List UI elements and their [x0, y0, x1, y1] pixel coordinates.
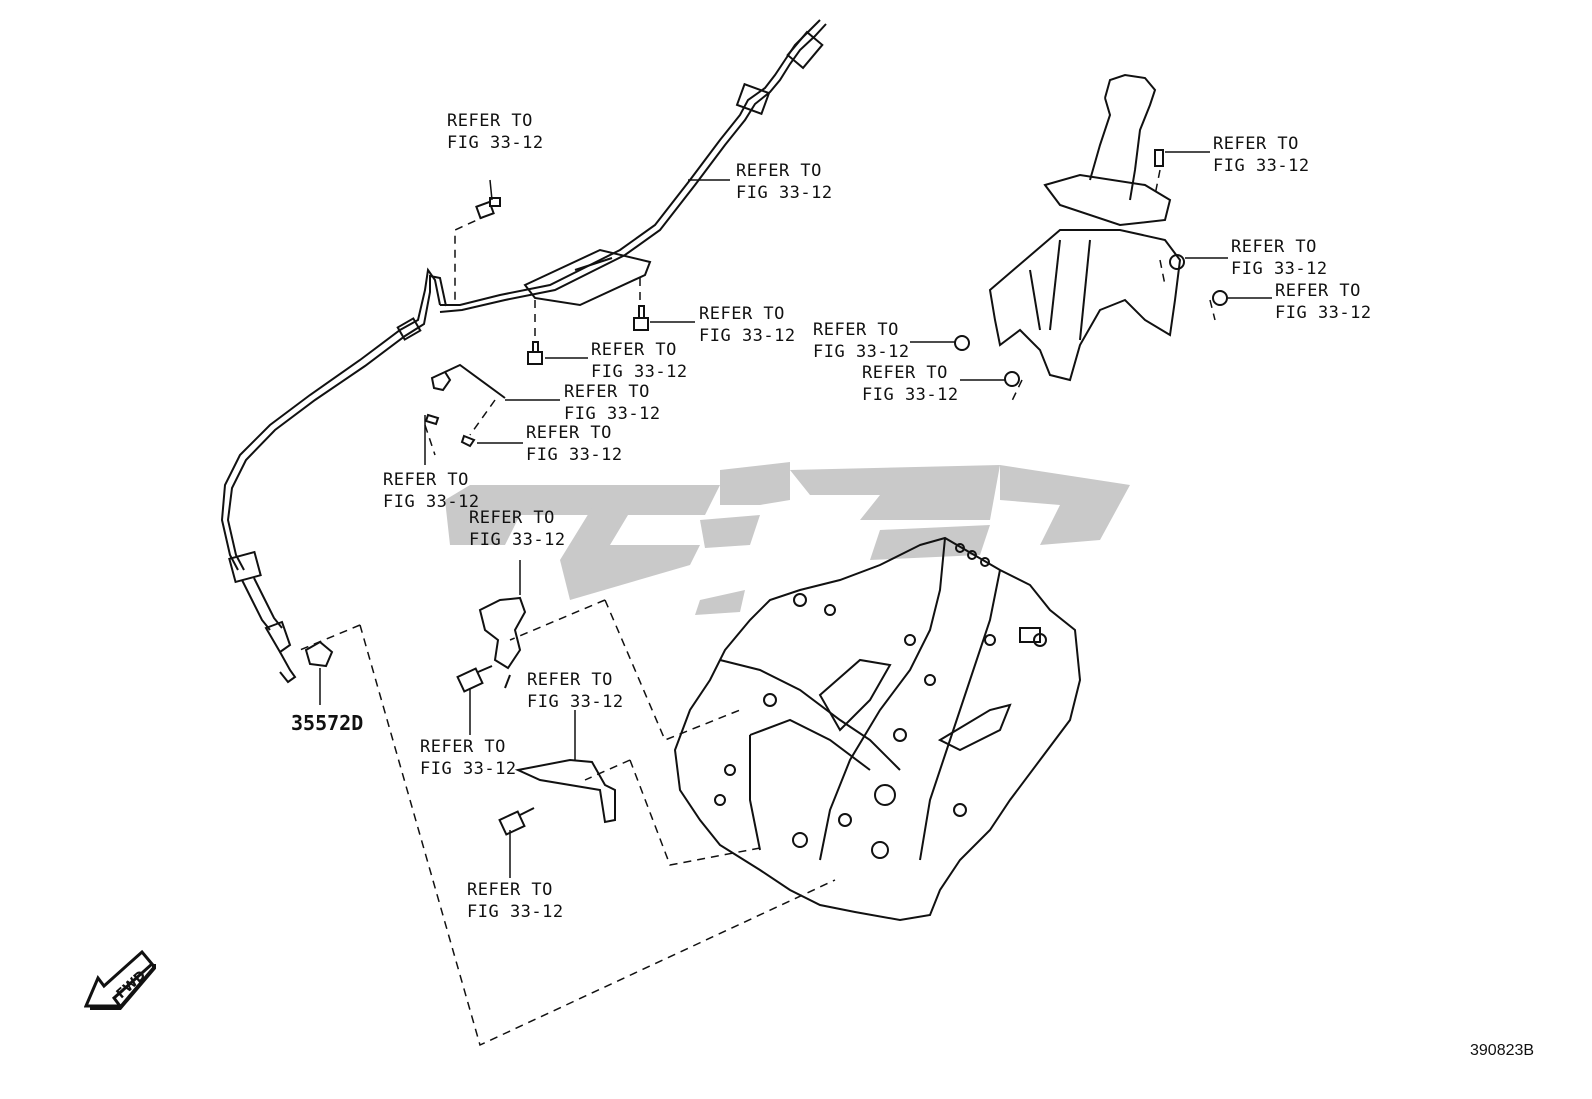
- nut-icon: [1004, 371, 1020, 387]
- bolt-icon: [527, 341, 543, 365]
- bolt-icon: [475, 197, 501, 220]
- nut-icon: [1212, 290, 1228, 306]
- label-leaders: [319, 151, 1272, 878]
- shift-lever-assembly: [988, 73, 1182, 382]
- screw-icon: [1154, 149, 1164, 167]
- watermark-logo: [445, 462, 1130, 615]
- clip-icon: [424, 413, 440, 426]
- transaxle-housing: [673, 536, 1082, 922]
- nut-icon: [954, 335, 970, 351]
- clip-icon: [304, 640, 334, 668]
- dashed-leaders: [299, 169, 1216, 1047]
- clip-icon: [460, 434, 476, 448]
- brackets: [430, 363, 616, 824]
- fasteners: [304, 149, 1228, 836]
- bolt-icon: [498, 807, 535, 836]
- bolt-icon: [633, 305, 649, 331]
- fwd-arrow-icon: FWD: [84, 949, 156, 1010]
- bolt-icon: [456, 665, 493, 693]
- part-number-label: 35572D: [291, 711, 364, 735]
- figure-id: 390823B: [1470, 1042, 1535, 1059]
- shift-cable: [220, 19, 827, 684]
